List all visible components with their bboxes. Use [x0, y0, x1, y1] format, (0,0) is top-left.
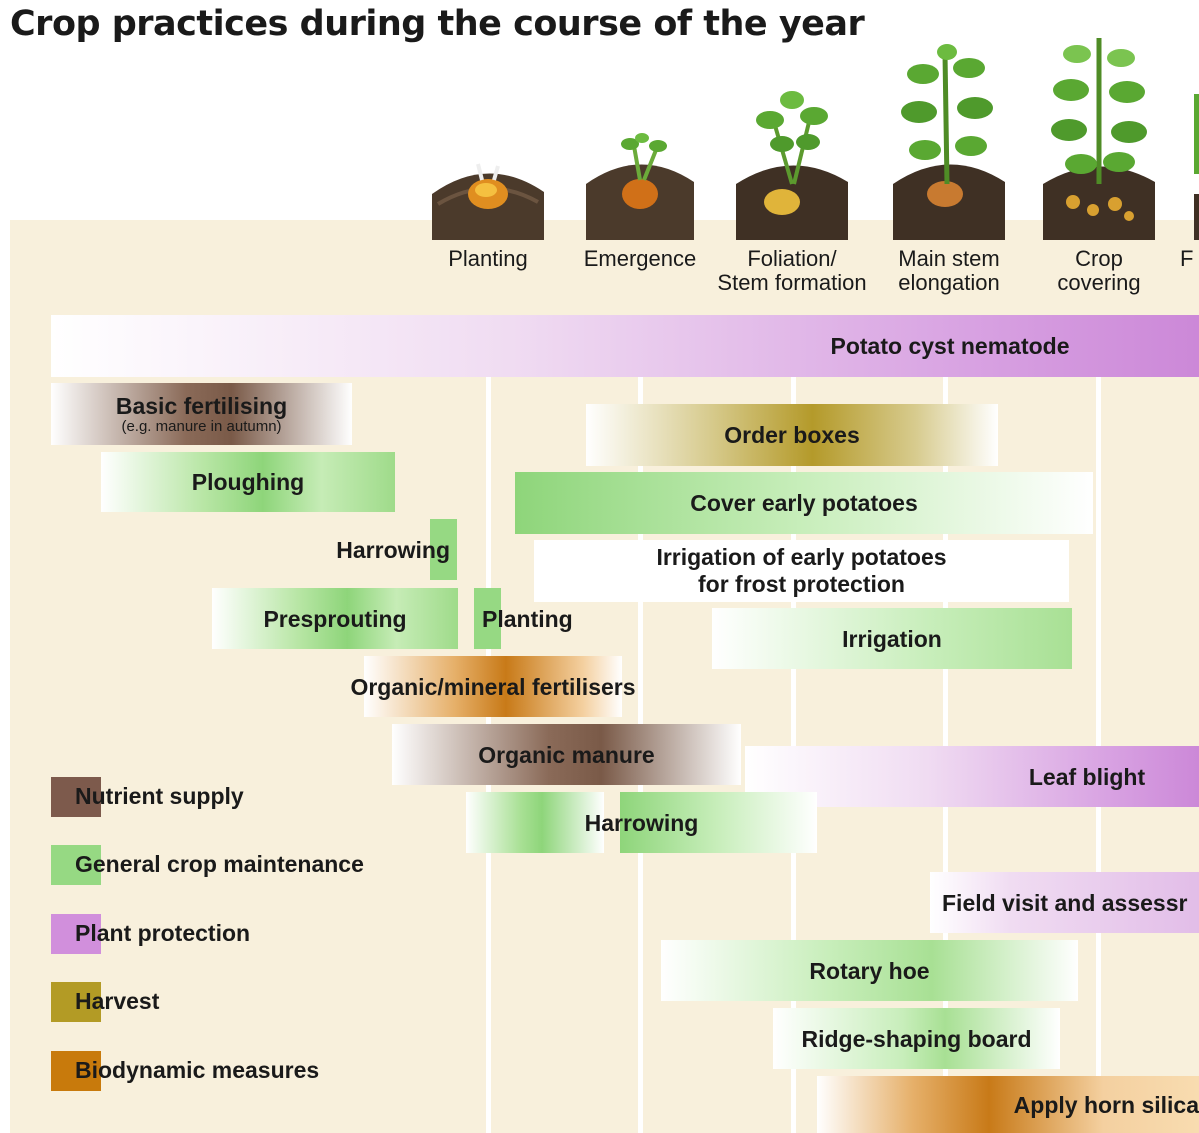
bar-basic-fertilising: Basic fertilising (e.g. manure in autumn… — [51, 383, 352, 445]
stage-label: Planting — [448, 246, 528, 271]
bar-order-boxes: Order boxes — [586, 404, 998, 466]
bar-leaf-blight: Leaf blight — [745, 746, 1199, 807]
bar-organic-mineral-fertilisers-label: Organic/mineral fertilisers — [320, 656, 666, 717]
bar-apply-horn-silica: Apply horn silica — [817, 1076, 1199, 1133]
stage-label: Main stem elongation — [898, 246, 1000, 295]
bar-planting-label: Planting — [482, 588, 592, 649]
bar-label: Irrigation of early potatoes for frost p… — [656, 544, 947, 597]
legend-label: General crop maintenance — [75, 851, 364, 877]
bar-potato-cyst-nematode: Potato cyst nematode — [51, 315, 1199, 377]
legend-item-harvest: Harvest — [51, 982, 411, 1022]
bar-label: Organic manure — [478, 741, 655, 768]
bar-organic-manure: Organic manure — [392, 724, 741, 785]
bar-irrigation: Irrigation — [712, 608, 1072, 669]
bar-label: Field visit and assessr — [942, 889, 1188, 916]
bar-label: Cover early potatoes — [690, 490, 918, 516]
bar-harrowing-early-label: Harrowing — [300, 519, 450, 580]
bar-label: Ridge-shaping board — [801, 1025, 1032, 1052]
legend-item-nutrient-supply: Nutrient supply — [51, 777, 411, 817]
crop-covering-stage-icon — [1029, 34, 1169, 244]
legend-label: Harvest — [75, 988, 160, 1014]
foliation-stage-icon — [722, 34, 862, 244]
bar-harrowing-early — [430, 519, 457, 580]
legend-label: Nutrient supply — [75, 783, 244, 809]
stage-label: Foliation/ Stem formation — [717, 246, 867, 295]
planting-stage-icon — [418, 34, 558, 244]
bar-label: Harrowing — [336, 536, 450, 563]
bar-label: Potato cyst nematode — [830, 333, 1070, 359]
bar-irrigation-frost-protection: Irrigation of early potatoes for frost p… — [534, 540, 1069, 602]
bar-organic-mineral-fertilisers — [364, 656, 622, 717]
main-stem-stage-icon — [879, 34, 1019, 244]
bar-ridge-shaping-board: Ridge-shaping board — [773, 1008, 1060, 1069]
bar-label: Presprouting — [263, 605, 407, 632]
bar-harrowing-segment-1 — [466, 792, 604, 853]
bar-label: Apply horn silica — [1013, 1091, 1199, 1118]
legend-label: Plant protection — [75, 920, 251, 946]
legend-item-plant-protection: Plant protection — [51, 914, 411, 954]
legend-item-biodynamic-measures: Biodynamic measures — [51, 1051, 411, 1091]
bar-label: Irrigation — [842, 625, 942, 652]
bar-harrowing-segment-2 — [620, 792, 817, 853]
bar-label: Ploughing — [191, 469, 305, 495]
bar-label: Basic fertilising (e.g. manure in autumn… — [115, 393, 288, 435]
bar-presprouting: Presprouting — [212, 588, 458, 649]
bar-label: Planting — [482, 605, 573, 632]
bar-harrowing-label: Harrowing — [466, 792, 817, 853]
bar-label: Harrowing — [584, 809, 699, 836]
emergence-stage-icon — [570, 34, 710, 244]
legend-swatch — [51, 914, 101, 954]
bar-planting — [474, 588, 501, 649]
stage-label: Emergence — [583, 246, 697, 271]
bar-field-visit: Field visit and assessr — [930, 872, 1199, 933]
bar-cover-early-potatoes: Cover early potatoes — [515, 472, 1093, 534]
bar-label: Leaf blight — [1028, 763, 1146, 790]
legend-swatch — [51, 1051, 101, 1091]
stage-label: F — [1180, 246, 1194, 271]
bar-label: Rotary hoe — [809, 957, 930, 984]
bar-ploughing: Ploughing — [101, 452, 395, 512]
stage-label: Crop covering — [1057, 246, 1141, 295]
flowering-stage-icon — [1190, 34, 1199, 244]
bar-label: Organic/mineral fertilisers — [350, 673, 636, 700]
legend-swatch — [51, 845, 101, 885]
bar-label: Order boxes — [724, 422, 860, 448]
page-title: Crop practices during the course of the … — [10, 4, 865, 44]
legend-swatch — [51, 982, 101, 1022]
legend-item-general-crop-maintenance: General crop maintenance — [51, 845, 411, 885]
bar-rotary-hoe: Rotary hoe — [661, 940, 1078, 1001]
legend-label: Biodynamic measures — [75, 1057, 320, 1083]
legend-swatch — [51, 777, 101, 817]
